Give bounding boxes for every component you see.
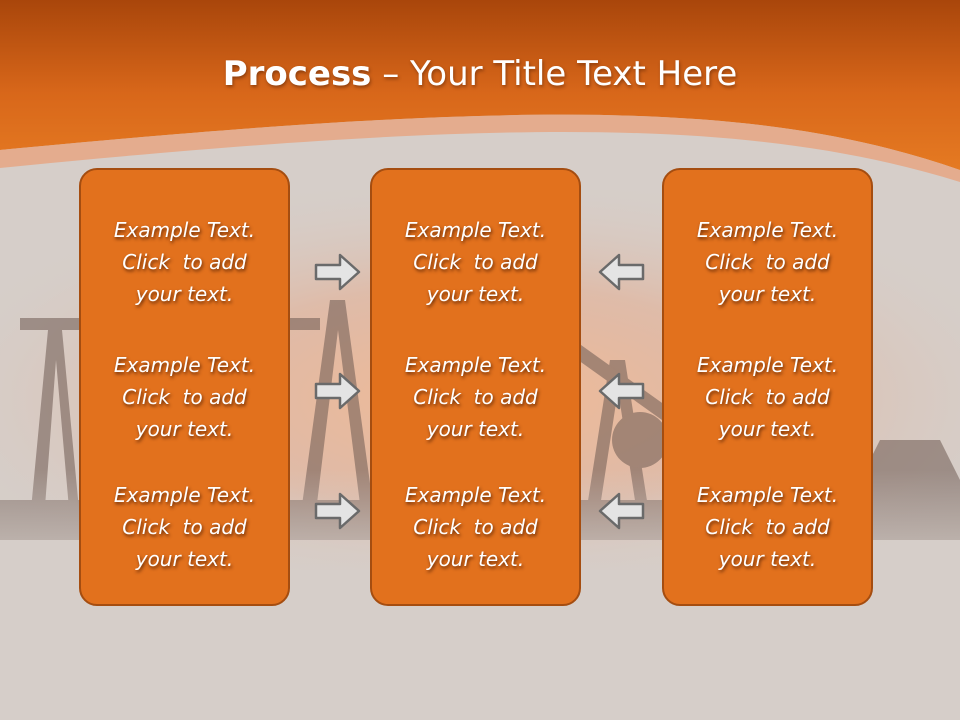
title-rest: – Your Title Text Here: [371, 54, 738, 94]
text-line: Click to add: [122, 515, 247, 539]
text-line: Example Text.: [696, 483, 839, 507]
text-line: your text.: [718, 282, 817, 306]
text-line: Example Text.: [404, 353, 547, 377]
text-line: Click to add: [413, 385, 538, 409]
text-line: your text.: [135, 282, 234, 306]
text-line: Example Text.: [404, 218, 547, 242]
arrow-left-icon[interactable]: [597, 252, 645, 292]
panel-text-block[interactable]: Example Text. Click to add your text.: [372, 479, 579, 575]
process-panel-left[interactable]: Example Text. Click to add your text. Ex…: [79, 168, 290, 606]
text-line: your text.: [135, 417, 234, 441]
text-line: your text.: [718, 417, 817, 441]
arrow-right-icon[interactable]: [314, 252, 362, 292]
text-line: your text.: [718, 547, 817, 571]
panel-text-block[interactable]: Example Text. Click to add your text.: [664, 214, 871, 310]
text-line: Click to add: [413, 515, 538, 539]
text-line: your text.: [426, 417, 525, 441]
text-line: Example Text.: [696, 218, 839, 242]
text-line: Example Text.: [113, 218, 256, 242]
text-line: your text.: [426, 547, 525, 571]
text-line: Click to add: [122, 250, 247, 274]
text-line: Example Text.: [113, 353, 256, 377]
arrow-right-icon[interactable]: [314, 371, 362, 411]
header-swoosh: [0, 114, 960, 182]
panel-text-block[interactable]: Example Text. Click to add your text.: [81, 349, 288, 445]
text-line: Click to add: [705, 385, 830, 409]
text-line: Click to add: [705, 515, 830, 539]
text-line: Click to add: [122, 385, 247, 409]
text-line: your text.: [135, 547, 234, 571]
slide-title[interactable]: Process – Your Title Text Here: [0, 52, 960, 96]
text-line: Example Text.: [113, 483, 256, 507]
arrow-left-icon[interactable]: [597, 491, 645, 531]
text-line: Click to add: [705, 250, 830, 274]
text-line: your text.: [426, 282, 525, 306]
arrow-right-icon[interactable]: [314, 491, 362, 531]
text-line: Example Text.: [404, 483, 547, 507]
process-panel-center[interactable]: Example Text. Click to add your text. Ex…: [370, 168, 581, 606]
panel-text-block[interactable]: Example Text. Click to add your text.: [372, 214, 579, 310]
panel-text-block[interactable]: Example Text. Click to add your text.: [81, 479, 288, 575]
arrow-left-icon[interactable]: [597, 371, 645, 411]
panel-text-block[interactable]: Example Text. Click to add your text.: [372, 349, 579, 445]
process-panel-right[interactable]: Example Text. Click to add your text. Ex…: [662, 168, 873, 606]
panel-text-block[interactable]: Example Text. Click to add your text.: [664, 349, 871, 445]
panel-text-block[interactable]: Example Text. Click to add your text.: [664, 479, 871, 575]
text-line: Click to add: [413, 250, 538, 274]
text-line: Example Text.: [696, 353, 839, 377]
header-band: [0, 0, 960, 170]
title-bold-part: Process: [222, 54, 372, 94]
panel-text-block[interactable]: Example Text. Click to add your text.: [81, 214, 288, 310]
